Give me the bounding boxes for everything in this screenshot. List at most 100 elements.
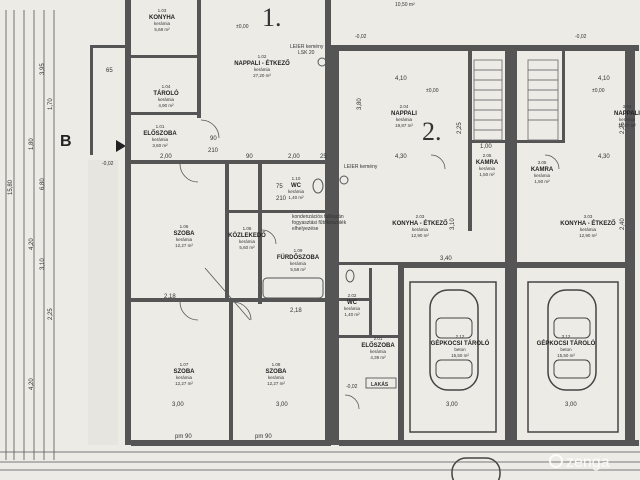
top-area-note: 10,50 m² <box>395 2 415 8</box>
room-floor: kerámia <box>580 227 597 232</box>
dim-h-14: 2,18 <box>164 294 176 300</box>
dim-v-int-5: 2,40 <box>620 218 626 230</box>
room-area: 12,90 m² <box>411 233 429 238</box>
dim-h-11: 210 <box>276 196 287 202</box>
unit-number-2: 2. <box>422 117 442 146</box>
dim-h-5: 210 <box>208 148 219 154</box>
leier-note-1: LEIER kemény <box>290 44 324 50</box>
dim-v-h: 6,80 <box>40 178 46 190</box>
room-name: KÖZLEKEDŐ <box>228 232 266 239</box>
room-name: NAPPALI <box>391 111 417 117</box>
room-area: 12,27 m² <box>267 381 285 386</box>
dim-h-19: 3,00 <box>565 402 577 408</box>
room-name: NAPPALI - ÉTKEZŐ <box>234 59 290 67</box>
dim-v-b: 3,10 <box>40 258 46 270</box>
dim-h-12: 3,40 <box>440 256 452 262</box>
room-name: NAPPALI <box>614 111 640 117</box>
room-name: WC <box>291 183 302 189</box>
room-number: 1.02 <box>258 54 267 59</box>
room-number: 1.04 <box>162 84 171 89</box>
room-floor: kerámia <box>290 261 307 266</box>
lakas-box <box>365 377 397 389</box>
level-annotation-1: ±0,00 <box>236 24 249 30</box>
level-annotation-6: -0,02 <box>346 384 358 390</box>
room-area: 5,58 m² <box>290 267 306 272</box>
car-icon-3 <box>451 457 501 480</box>
room-area: 5,68 m² <box>154 27 170 32</box>
dim-h-9: 65 <box>106 68 113 74</box>
room-floor: kerámia <box>268 375 285 380</box>
room-name: KAMRA <box>476 160 499 166</box>
room-number: 1.03 <box>158 8 167 13</box>
room-area: 19,87 m² <box>395 123 413 128</box>
room-area: 12,90 m² <box>579 233 597 238</box>
dim-h-1: 4,10 <box>395 76 407 82</box>
room-name: SZOBA <box>266 369 288 375</box>
boiler-note-2: fogyasztási fűtőkészülék <box>292 220 347 226</box>
dim-h-22: 4,30 <box>598 154 610 160</box>
boiler-note-1: kondenzációs falikazán <box>292 214 344 220</box>
level-annotation-5: -0,02 <box>575 34 587 40</box>
leier-note-2: LSK 20 <box>298 50 315 56</box>
car-icon <box>429 289 479 391</box>
room-number: 1.08 <box>272 362 281 367</box>
dim-v-d: 4,20 <box>29 378 35 390</box>
room-floor: kerámia <box>479 166 496 171</box>
room-area: 4,90 m² <box>158 103 174 108</box>
leier-note-3: LEIER kemény <box>344 164 378 170</box>
level-annotation-4: -0,02 <box>355 34 367 40</box>
room-area: 15,50 m² <box>557 353 575 358</box>
dim-h-10: 75 <box>276 184 283 190</box>
room-number: 1.05 <box>243 226 252 231</box>
room-floor: kerámia <box>396 117 413 122</box>
room-number: 1.10 <box>292 176 301 181</box>
door-swings <box>179 119 560 410</box>
room-area: 1,40 m² <box>344 312 360 317</box>
dim-v-total: 15,80 <box>8 179 14 195</box>
room-floor: kerámia <box>158 97 175 102</box>
lakas-label: LAKÁS <box>371 381 389 388</box>
room-floor: kerámia <box>154 21 171 26</box>
room-area: 12,27 m² <box>175 243 193 248</box>
room-floor: kerámia <box>288 189 305 194</box>
chimney-icon <box>317 57 327 67</box>
dim-h-17: 3,00 <box>276 402 288 408</box>
room-name: WC <box>347 300 358 306</box>
room-number: 1.07 <box>180 362 189 367</box>
room-name: KAMRA <box>531 167 554 173</box>
room-floor: beton <box>560 347 572 352</box>
dim-h-2: 2,00 <box>288 154 300 160</box>
level-annotation-7: -0,02 <box>102 161 114 167</box>
bathtub-icon <box>262 277 324 299</box>
room-number: 2.01 <box>374 336 383 341</box>
boiler-icon <box>339 175 349 185</box>
room-name: KONYHA - ÉTKEZŐ <box>560 219 616 227</box>
room-area: 5,60 m² <box>239 245 255 250</box>
room-number: 2.04 <box>400 104 409 109</box>
right-walls <box>339 45 639 446</box>
dim-h-15: 2,18 <box>290 308 302 314</box>
room-floor: kerámia <box>152 137 169 142</box>
room-area: 3,60 m² <box>152 143 168 148</box>
room-floor: kerámia <box>176 375 193 380</box>
horizontal-dimensions: 4,10 2,00 4,30 90 210 90 2,00 25 65 75 2… <box>106 68 610 440</box>
dim-v-g: 1,70 <box>48 98 54 110</box>
room-number: 2.12 <box>456 334 465 339</box>
room-floor: kerámia <box>534 173 551 178</box>
dim-h-6: 90 <box>246 154 253 160</box>
zenga-logo: zenga <box>549 454 610 471</box>
left-dimension-chain: 15,80 4,20 3,10 2,25 4,20 3,95 1,80 1,70… <box>0 10 640 471</box>
room-floor: kerámia <box>176 237 193 242</box>
room-number: 3.04 <box>623 104 632 109</box>
